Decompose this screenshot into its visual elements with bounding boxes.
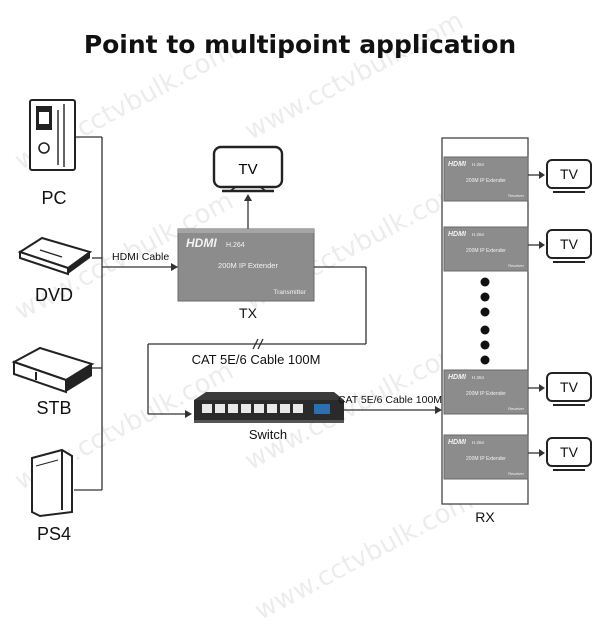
- tx-to-tv-line: [244, 194, 252, 229]
- rx-role-text: Receiver: [508, 471, 524, 476]
- rx-tv-label: TV: [560, 444, 579, 460]
- source-label-pc: PC: [41, 188, 67, 208]
- arrow-head: [539, 384, 545, 392]
- rx-brand-logo: HDMI: [448, 161, 467, 168]
- rx-brand-logo: HDMI: [448, 374, 467, 381]
- rx-codec-text: H.264: [472, 162, 485, 167]
- receiver-device: [443, 434, 529, 480]
- rx-tv-label: TV: [560, 166, 579, 182]
- ethernet-port-icon: [215, 404, 225, 413]
- rx-tv-label: TV: [560, 379, 579, 395]
- tx-brand-logo: HDMI: [186, 236, 217, 250]
- source-label-ps4: PS4: [36, 524, 72, 544]
- rx-codec-text: H.264: [472, 232, 485, 237]
- ethernet-port-icon: [254, 404, 264, 413]
- rx-codec-text: H.264: [472, 375, 485, 380]
- tx-role-text: Transmitter: [273, 289, 306, 296]
- rx-model-text: 200M IP Extender: [466, 178, 506, 184]
- arrow-head: [539, 449, 545, 457]
- rx-label: RX: [475, 509, 495, 525]
- tv-icon: [546, 159, 592, 193]
- rx-brand-logo: HDMI: [448, 231, 467, 238]
- rx-model-text: 200M IP Extender: [466, 456, 506, 462]
- uplink-port-icon: [314, 404, 330, 414]
- source-label-stb: STB: [36, 398, 72, 418]
- switch-ports: [202, 404, 330, 414]
- pc-tower-icon: [29, 99, 76, 171]
- rx-role-text: Receiver: [508, 263, 524, 268]
- rx-brand-logo: HDMI: [448, 439, 467, 446]
- rx-role-text: Receiver: [508, 193, 524, 198]
- diagram-canvas: TV HDMI H.264 200M IP Extender Transmitt…: [11, 99, 592, 525]
- cat-cable-label-tx: CAT 5E/6 Cable 100M: [192, 352, 321, 367]
- tv-icon: [546, 372, 592, 406]
- rx-codec-text: H.264: [472, 440, 485, 445]
- set-top-box-icon: [11, 346, 95, 394]
- tx-codec-text: H.264: [226, 242, 245, 249]
- switch-label: Switch: [249, 427, 287, 442]
- ethernet-port-icon: [228, 404, 238, 413]
- ethernet-port-icon: [280, 404, 290, 413]
- arrow-head: [539, 241, 545, 249]
- arrow-head: [539, 171, 545, 179]
- tx-tv-label: TV: [238, 161, 257, 178]
- rx-role-text: Receiver: [508, 406, 524, 411]
- arrow-head: [185, 410, 192, 418]
- hdmi-cable-line: [102, 263, 178, 271]
- source-bus-lines: [74, 136, 103, 491]
- source-label-dvd: DVD: [34, 285, 73, 305]
- transmitter-device: [177, 228, 315, 302]
- ethernet-port-icon: [293, 404, 303, 413]
- hdmi-cable-label: HDMI Cable: [112, 251, 170, 263]
- ethernet-port-icon: [241, 404, 251, 413]
- ethernet-port-icon: [267, 404, 277, 413]
- tv-icon: [546, 229, 592, 263]
- ethernet-port-icon: [202, 404, 212, 413]
- diagram-title: Point to multipoint application: [83, 30, 517, 59]
- dvd-player-icon: [17, 236, 93, 276]
- game-console-icon: [31, 448, 73, 518]
- receiver-device: [443, 369, 529, 415]
- more-receivers-ellipsis: [480, 277, 490, 365]
- tx-to-switch-line: [147, 266, 367, 415]
- cable-break-mark: [252, 338, 264, 350]
- cat-cable-label-rx: CAT 5E/6 Cable 100M: [338, 394, 442, 406]
- rx-model-text: 200M IP Extender: [466, 391, 506, 397]
- rx-tv-label: TV: [560, 236, 579, 252]
- receiver-device: [443, 156, 529, 202]
- switch-to-rx-line: [344, 406, 442, 414]
- tx-model-text: 200M IP Extender: [218, 261, 278, 270]
- receiver-device: [443, 226, 529, 272]
- tv-icon: [546, 437, 592, 471]
- tx-label: TX: [239, 305, 258, 321]
- tv-icon: [212, 145, 284, 193]
- rx-model-text: 200M IP Extender: [466, 248, 506, 254]
